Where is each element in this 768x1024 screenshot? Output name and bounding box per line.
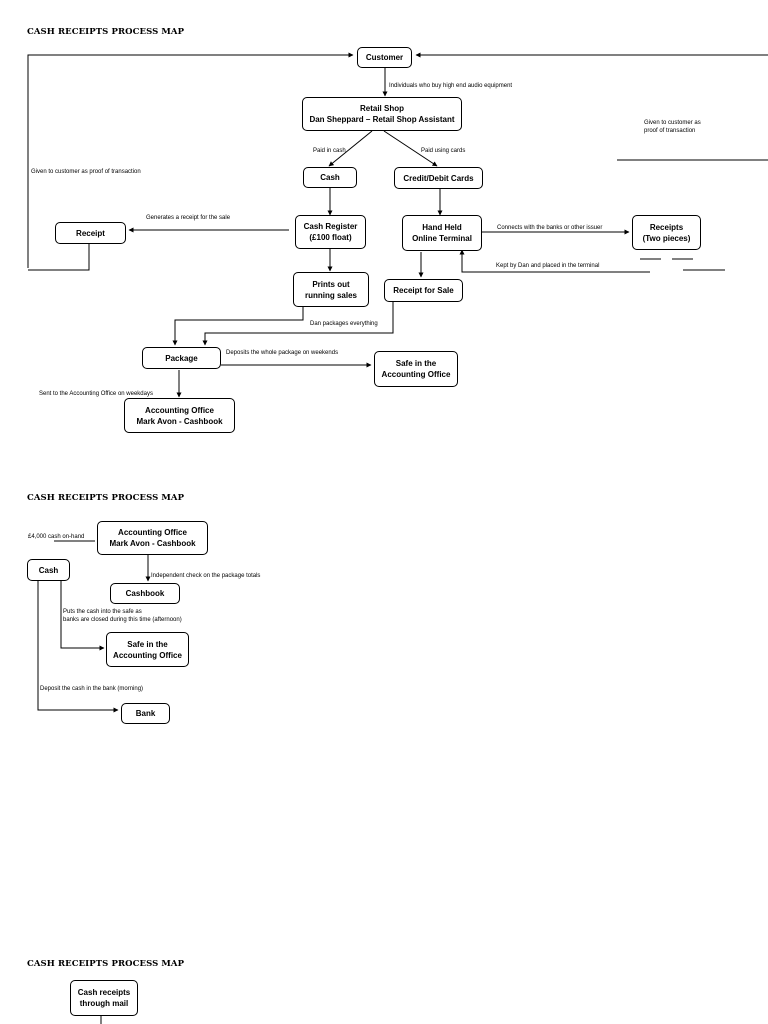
edge-label-paid-cards: Paid using cards (421, 148, 466, 154)
node-label: Hand Held (422, 223, 462, 232)
node-label: Customer (365, 53, 404, 62)
connector-receiptsale-package (202, 302, 394, 346)
node-cashbook[interactable]: Cashbook (110, 583, 180, 604)
node-label: running sales (304, 290, 357, 300)
node-label: Accounting Office (113, 650, 182, 660)
node-receipts-two-pieces[interactable]: Receipts (Two pieces) (632, 215, 701, 250)
node-credit-debit-cards[interactable]: Credit/Debit Cards (394, 167, 483, 189)
edge-label-independent-check: Independent check on the package totals (151, 573, 261, 579)
node-label: Mark Avon - Cashbook (109, 539, 196, 548)
edge-label-connects: Connects with the banks or other issuer (497, 225, 603, 231)
diagram-title-1: CASH RECEIPTS PROCESS MAP (27, 27, 185, 37)
node-label: Mark Avon - Cashbook (136, 416, 223, 426)
connector-kept-by (459, 249, 650, 273)
node-prints-out[interactable]: Prints out running sales (293, 272, 369, 307)
node-label: Credit/Debit Cards (403, 173, 474, 183)
label-line: banks are closed during this time (after… (63, 617, 182, 623)
connector-retail-cash (328, 130, 373, 167)
node-label: Safe in the (127, 639, 168, 649)
node-label: Cash (320, 173, 340, 182)
edge-label-individuals: Individuals who buy high end audio equip… (389, 83, 513, 89)
node-cash-receipts-mail[interactable]: Cash receipts through mail (70, 980, 138, 1016)
node-customer[interactable]: Customer (357, 47, 412, 68)
node-label: (Two pieces) (642, 233, 691, 243)
edge-label-cash-on-hand: £4,000 cash on-hand (28, 534, 85, 540)
edge-label-dan-packages: Dan packages everything (310, 321, 378, 327)
diagram-title-2: CASH RECEIPTS PROCESS MAP (27, 493, 185, 503)
label-line: proof of transaction (644, 128, 696, 134)
node-label: Receipt for Sale (393, 286, 454, 295)
edge-label-kept-by: Kept by Dan and placed in the terminal (496, 263, 600, 269)
edge-label-deposits-weekends: Deposits the whole package on weekends (226, 350, 339, 356)
node-label: through mail (79, 999, 129, 1008)
node-label: Dan Sheppard – Retail Shop Assistant (309, 115, 455, 124)
connector-receipt-back (28, 244, 90, 271)
node-label: Cash (38, 565, 59, 575)
node-label: Package (165, 353, 198, 363)
node-cash-register[interactable]: Cash Register (£100 float) (295, 215, 366, 249)
edge-label-deposit-bank: Deposit the cash in the bank (morning) (40, 686, 144, 692)
connector-cash-bank (37, 581, 119, 713)
label-line: Puts the cash into the safe as (63, 609, 142, 615)
node-label: Online Terminal (412, 234, 472, 243)
node-label: Bank (135, 709, 156, 718)
node-hand-held-terminal[interactable]: Hand Held Online Terminal (402, 215, 482, 251)
edge-label-puts-cash: Puts the cash into the safe as banks are… (63, 608, 182, 624)
node-label: Cash receipts (77, 988, 131, 997)
node-cash-2[interactable]: Cash (27, 559, 70, 581)
node-label: Safe in the (395, 359, 437, 368)
connector-prints-package (172, 307, 304, 346)
node-label: (£100 float) (309, 233, 352, 242)
diagram-title-3: CASH RECEIPTS PROCESS MAP (27, 959, 185, 969)
edge-label-sent-to: Sent to the Accounting Office on weekday… (39, 391, 153, 397)
edge-label-generates: Generates a receipt for the sale (146, 215, 231, 221)
node-receipt-for-sale[interactable]: Receipt for Sale (384, 279, 463, 302)
node-label: Retail Shop (359, 104, 404, 113)
node-label: Receipt (76, 228, 105, 238)
edge-label-given-right: Given to customer as proof of transactio… (644, 119, 701, 135)
node-label: Prints out (312, 279, 350, 289)
node-accounting-office-2[interactable]: Accounting Office Mark Avon - Cashbook (97, 521, 208, 555)
connector-cash-safe (60, 581, 105, 651)
node-label: Accounting Office (381, 370, 451, 379)
node-cash[interactable]: Cash (303, 167, 357, 188)
node-accounting-office[interactable]: Accounting Office Mark Avon - Cashbook (124, 398, 235, 433)
node-label: Cashbook (125, 589, 165, 598)
node-label: Accounting Office (145, 405, 214, 415)
node-bank[interactable]: Bank (121, 703, 170, 724)
node-label: Cash Register (303, 222, 358, 231)
edge-label-paid-cash: Paid in cash (313, 148, 346, 154)
edge-label-given-left: Given to customer as proof of transactio… (31, 169, 141, 175)
node-package[interactable]: Package (142, 347, 221, 369)
node-receipt[interactable]: Receipt (55, 222, 126, 244)
node-label: Receipts (649, 222, 684, 232)
label-line: Given to customer as (644, 120, 701, 126)
node-retail-shop[interactable]: Retail Shop Dan Sheppard – Retail Shop A… (302, 97, 462, 131)
connector-retail-cards (383, 130, 438, 167)
connector-left-loop (27, 52, 354, 268)
node-safe-2[interactable]: Safe in the Accounting Office (106, 632, 189, 667)
node-label: Accounting Office (118, 528, 187, 537)
node-safe[interactable]: Safe in the Accounting Office (374, 351, 458, 387)
